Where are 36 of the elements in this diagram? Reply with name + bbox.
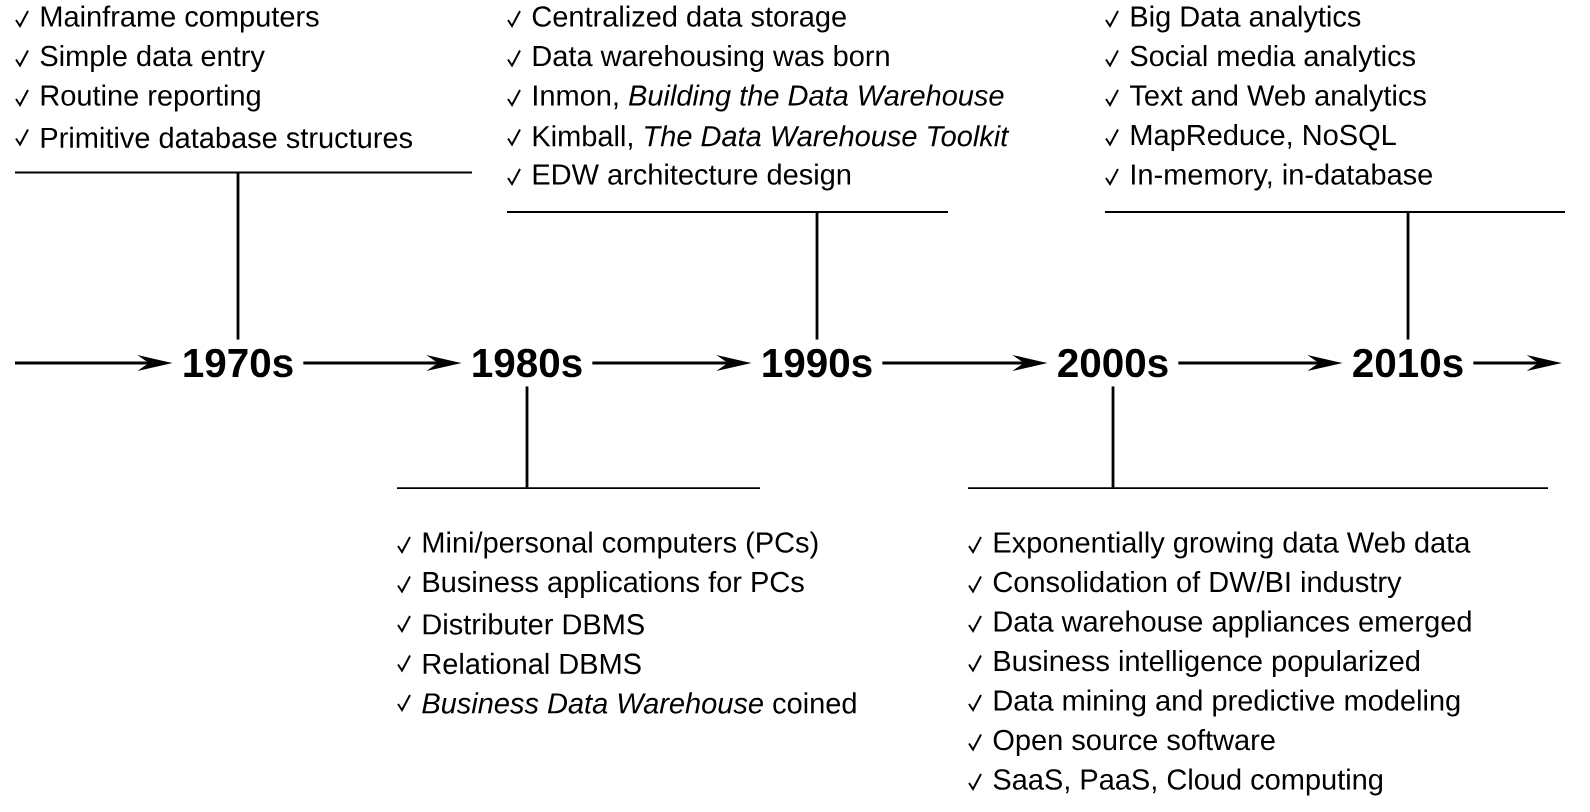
checklist-item: Business applications for PCs [423, 571, 804, 598]
checklist-item: MapReduce, NoSQL [1131, 124, 1396, 151]
checklist-item: Open source software [993, 729, 1275, 756]
leader-line [1406, 212, 1410, 340]
leader-line [525, 386, 529, 488]
checklist-item: Distributer DBMS [423, 613, 644, 635]
checklist-item: Data warehouse appliances emerged [994, 610, 1471, 638]
checklist-item: Big Data analytics [1131, 5, 1361, 33]
checklist-item: Business Data Warehouse coined [422, 692, 856, 714]
checklist-item: Mini/personal computers (PCs) [423, 531, 818, 559]
checklist-item: SaaS, PaaS, Cloud computing [993, 768, 1382, 796]
checklist-item: Consolidation of DW/BI industry [993, 571, 1402, 598]
year-label: 1990s [763, 348, 872, 378]
checklist-item: Exponentially growing data Web data [994, 531, 1471, 559]
leader-line [1111, 386, 1115, 488]
leader-line [815, 212, 819, 340]
year-label: 1980s [473, 348, 582, 378]
leader-line [236, 172, 240, 340]
checklist-item: Text and Web analytics [1130, 84, 1426, 112]
checklist-item: In-memory, in-database [1132, 163, 1432, 191]
year-label: 1970s [184, 348, 293, 378]
checklist-item: Kimball, The Data Warehouse Toolkit [533, 125, 1010, 150]
checklist-item: Mainframe computers [41, 5, 319, 33]
checklist-item: Primitive database structures [41, 126, 413, 149]
checklist-item: Data mining and predictive modeling [994, 689, 1460, 717]
checklist-item: Simple data entry [40, 45, 265, 72]
checklist-item: Relational DBMS [423, 652, 641, 675]
checklist-item: Routine reporting [41, 84, 260, 112]
year-label: 2010s [1353, 348, 1463, 378]
checklist-item: Centralized data storage [532, 5, 846, 33]
year-label: 2000s [1058, 348, 1168, 378]
checklist-item: Data warehousing was born [533, 45, 889, 72]
checklist-item: Business intelligence popularized [994, 650, 1420, 677]
checklist-item: EDW architecture design [533, 163, 851, 191]
checklist-item: Inmon, Building the Data Warehouse [534, 84, 1004, 112]
checklist-item: Social media analytics [1130, 45, 1416, 72]
